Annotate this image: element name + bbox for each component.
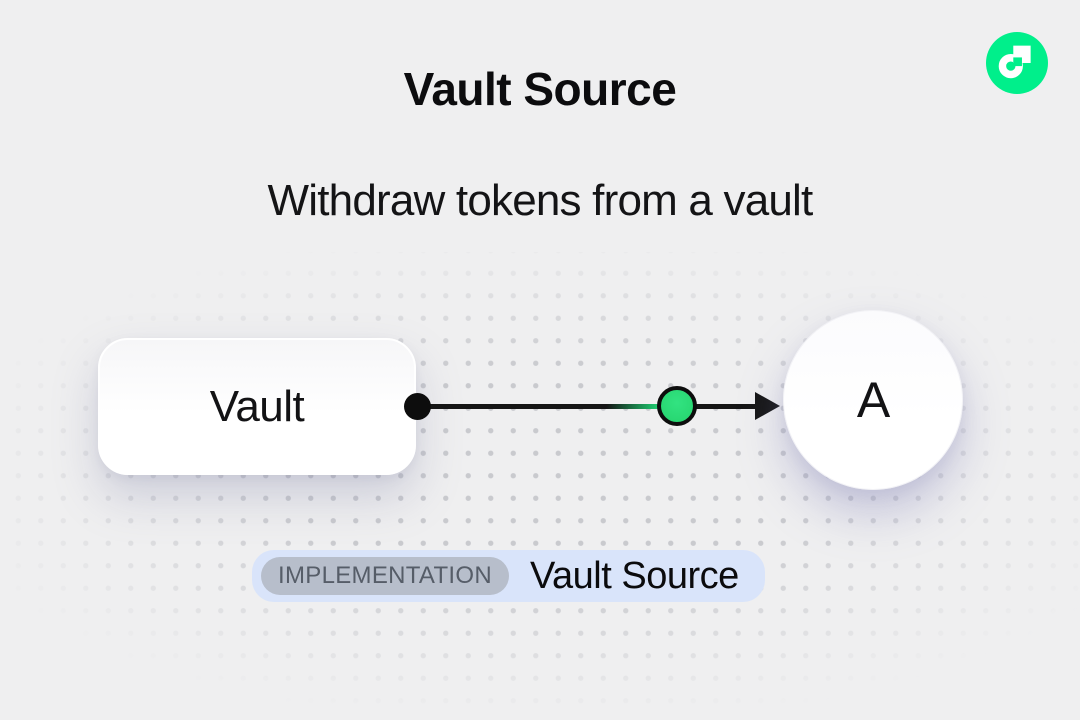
page-subtitle: Withdraw tokens from a vault [267,176,814,225]
flow-logo-icon [986,32,1048,94]
connector-line [417,404,762,409]
arrowhead-icon [755,392,780,420]
account-node: A [783,310,963,490]
page-title: Vault Source [403,63,677,115]
account-node-label: A [856,372,890,428]
connector-start-dot [404,393,431,420]
vault-node: Vault [98,338,416,475]
vault-node-label: Vault [209,381,305,431]
implementation-badge: IMPLEMENTATION Vault Source [252,550,765,602]
implementation-label: Vault Source [530,554,739,597]
token-dot-icon [657,386,697,426]
implementation-tag: IMPLEMENTATION [261,557,509,595]
